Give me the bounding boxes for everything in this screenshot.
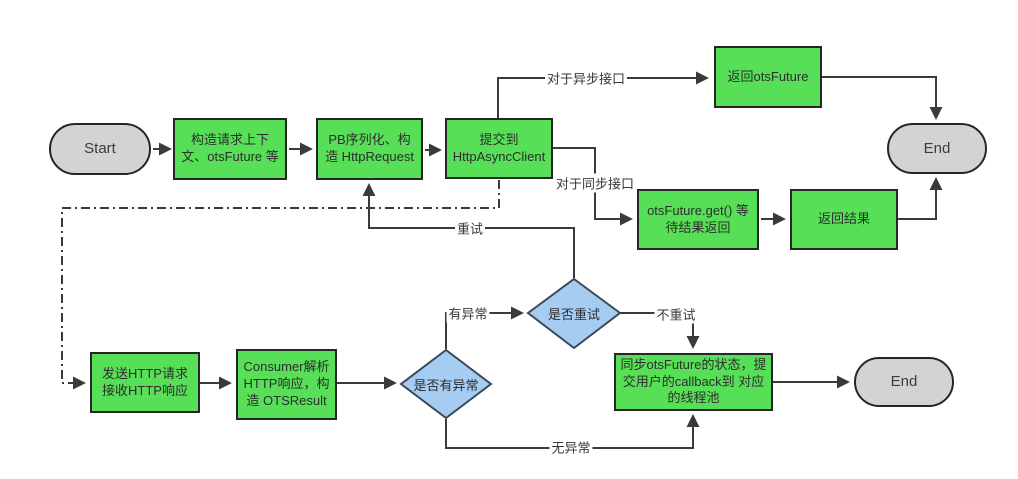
decision-has-exception-label: 是否有异常 (413, 377, 479, 393)
end-node-top: End (887, 123, 987, 174)
decision-retry-shape (526, 277, 622, 350)
decision-retry-label: 是否重试 (547, 306, 600, 322)
process-sync-otsfuture-state: 同步otsFuture的状态，提交用户的callback到 对应的线程池 (614, 353, 773, 411)
end-node-bottom: End (854, 357, 954, 407)
edge-submit-client-to-send-http-dashed (61, 180, 500, 390)
edge-label-sync-api: 对于同步接口 (553, 173, 637, 193)
process-submit-httpasyncclient: 提交到 HttpAsyncClient (445, 118, 553, 179)
start-node: Start (49, 123, 151, 175)
process-send-http: 发送HTTP请求 接收HTTP响应 (90, 352, 200, 413)
process-otsfuture-get: otsFuture.get() 等待结果返回 (637, 189, 759, 250)
edge-submit-client-to-return-otsfuture-async (497, 71, 709, 118)
edge-label-async-api: 对于异步接口 (544, 68, 628, 88)
edge-label-no-retry: 不重试 (654, 304, 698, 324)
edge-return-result-to-end-top (898, 177, 943, 220)
process-return-otsfuture: 返回otsFuture (714, 46, 822, 108)
process-return-result: 返回结果 (790, 189, 898, 250)
edge-return-otsfuture-to-end-top (822, 76, 943, 120)
process-consumer-parse: Consumer解析HTTP响应，构造 OTSResult (236, 349, 337, 420)
edge-has-exception-to-retry-decision (445, 306, 524, 349)
decision-has-exception-shape (399, 348, 493, 420)
edge-label-no-exception: 无异常 (549, 437, 593, 457)
process-pb-serialize: PB序列化、构造 HttpRequest (316, 118, 423, 180)
edge-label-has-exception: 有异常 (446, 303, 490, 323)
edge-label-retry: 重试 (454, 218, 486, 238)
process-build-context: 构造请求上下文、otsFuture 等 (173, 118, 287, 180)
